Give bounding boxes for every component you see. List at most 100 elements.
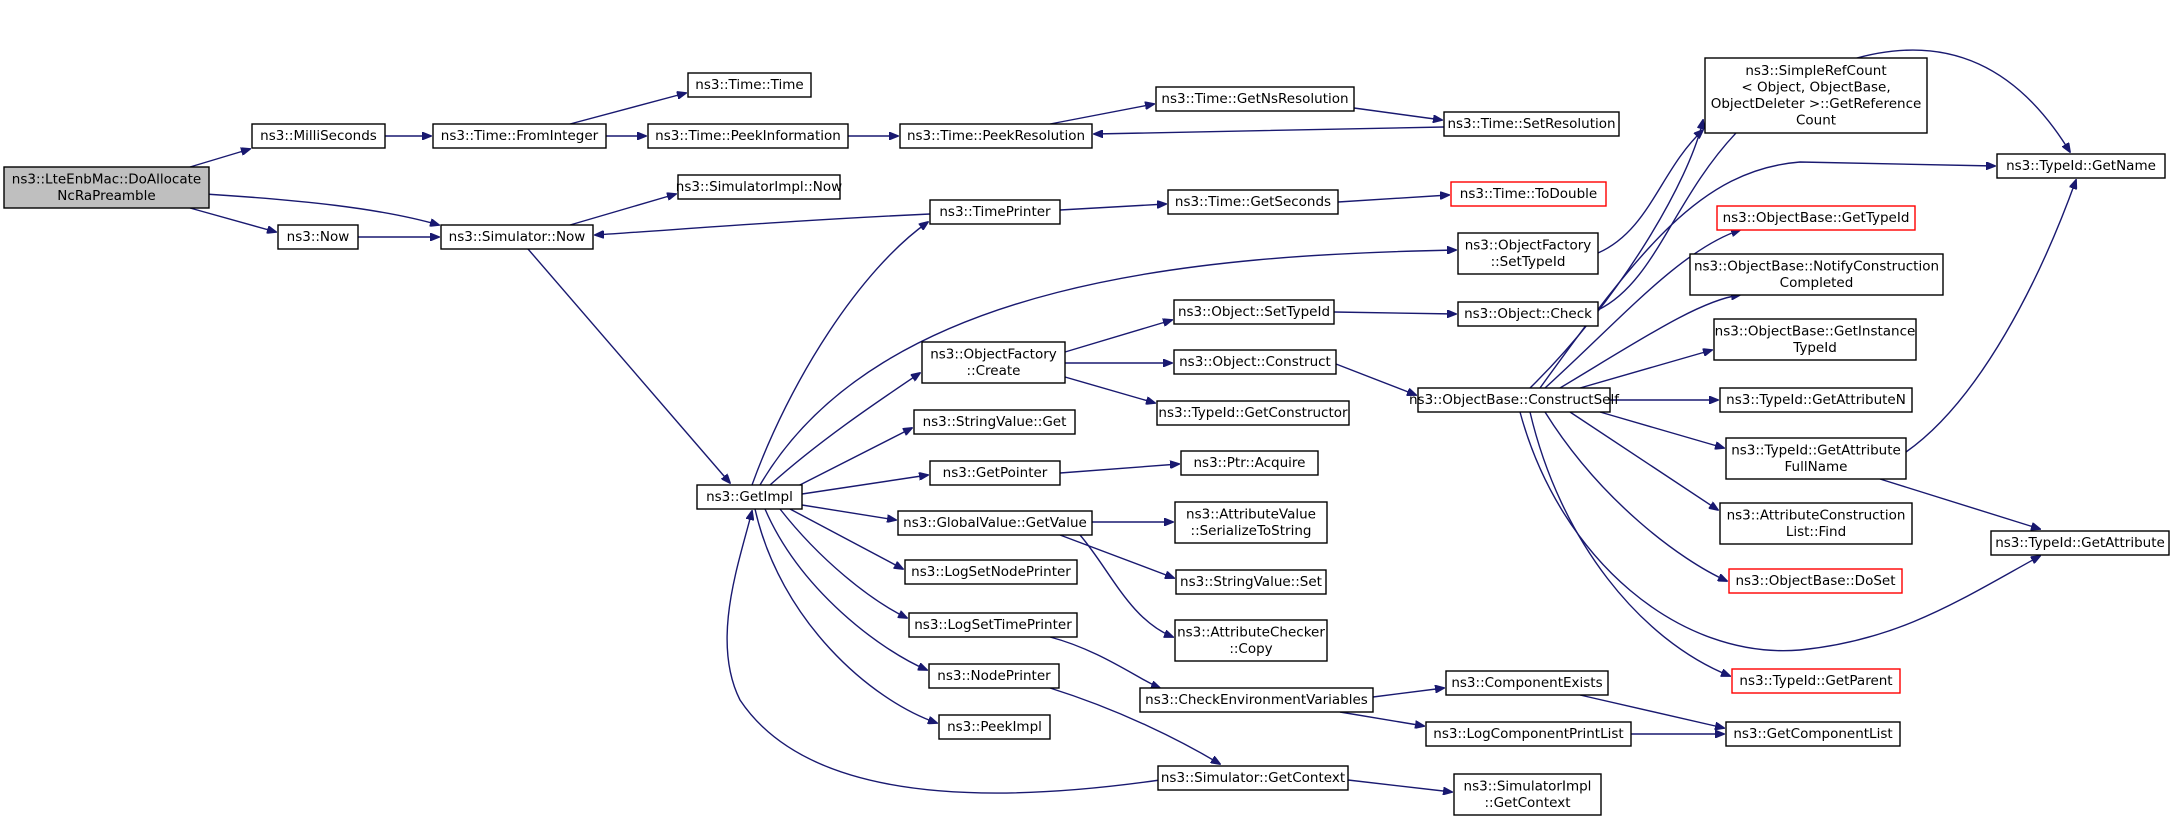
edge-compexists-to-getcomplist <box>1579 694 1724 728</box>
edge-constructself-to-getattribute <box>1519 411 2040 652</box>
edge-peekres-to-getns <box>1049 104 1154 125</box>
node-ofsettypeid[interactable]: ns3::ObjectFactory::SetTypeId <box>1457 232 1599 275</box>
node-getname[interactable]: ns3::TypeId::GetName <box>1996 153 2166 179</box>
node-timetime[interactable]: ns3::Time::Time <box>687 72 812 98</box>
node-box <box>1728 568 1903 594</box>
edge-gvgetvalue-to-svset <box>1059 534 1174 578</box>
node-label: ns3::TypeId::GetAttribute <box>1731 442 1901 458</box>
edge-constructself-to-obgettypeid <box>1544 230 1740 389</box>
edge-getimpl-to-timeprinter <box>751 222 928 486</box>
node-label: ns3::CheckEnvironmentVariables <box>1145 692 1368 708</box>
node-label: ns3::ObjectBase::DoSet <box>1735 573 1895 589</box>
node-setres[interactable]: ns3::Time::SetResolution <box>1443 111 1620 137</box>
node-getconstructor[interactable]: ns3::TypeId::GetConstructor <box>1156 400 1350 426</box>
node-getns[interactable]: ns3::Time::GetNsResolution <box>1155 86 1355 112</box>
edge-getimpl-to-logtimeprinter <box>779 508 907 618</box>
node-avserialize[interactable]: ns3::AttributeValue::SerializeToString <box>1174 501 1328 544</box>
node-logtimeprinter[interactable]: ns3::LogSetTimePrinter <box>908 612 1078 638</box>
node-simnow[interactable]: ns3::Simulator::Now <box>440 224 594 250</box>
node-millis[interactable]: ns3::MilliSeconds <box>251 123 386 149</box>
node-label: ns3::TypeId::GetName <box>2006 158 2156 174</box>
node-getattribute[interactable]: ns3::TypeId::GetAttribute <box>1990 530 2170 556</box>
node-label: ns3::ObjectBase::GetInstance <box>1715 323 1916 339</box>
node-label: ns3::ObjectFactory <box>930 346 1057 362</box>
node-ofcreate[interactable]: ns3::ObjectFactory::Create <box>921 341 1066 384</box>
node-box <box>1167 189 1339 215</box>
node-lognodeprinter[interactable]: ns3::LogSetNodePrinter <box>904 559 1078 585</box>
node-obgettypeid[interactable]: ns3::ObjectBase::GetTypeId <box>1716 205 1916 231</box>
node-label: ns3::TypeId::GetAttributeN <box>1726 392 1906 408</box>
edge-checkenv-to-logcompprint <box>1339 711 1424 726</box>
node-box <box>1175 569 1327 595</box>
node-simimplgetcontext[interactable]: ns3::SimulatorImpl::GetContext <box>1453 773 1602 816</box>
edge-getpointer-to-ptracquire <box>1059 464 1179 474</box>
edge-logtimeprinter-to-checkenv <box>1049 636 1160 688</box>
edge-timeprinter-to-simnow <box>595 213 931 235</box>
node-ptracquire[interactable]: ns3::Ptr::Acquire <box>1180 450 1319 476</box>
node-nodeprinter[interactable]: ns3::NodePrinter <box>928 663 1060 689</box>
edge-constructself-to-acfind <box>1569 411 1718 510</box>
node-objcheck[interactable]: ns3::Object::Check <box>1457 301 1599 327</box>
node-label: ns3::Time::PeekInformation <box>655 128 841 144</box>
node-checkenv[interactable]: ns3::CheckEnvironmentVariables <box>1139 687 1374 713</box>
edge-ofcreate-to-getconstructor <box>1064 376 1155 403</box>
node-getcomplist[interactable]: ns3::GetComponentList <box>1725 721 1901 747</box>
node-box <box>687 72 812 98</box>
node-timeprinter[interactable]: ns3::TimePrinter <box>929 199 1061 225</box>
node-label: ns3::LogSetTimePrinter <box>914 617 1072 633</box>
node-svset[interactable]: ns3::StringValue::Set <box>1175 569 1327 595</box>
node-simplerefcount[interactable]: ns3::SimpleRefCount< Object, ObjectBase,… <box>1704 57 1928 134</box>
node-simimplnow[interactable]: ns3::SimulatorImpl::Now <box>676 174 842 200</box>
node-label: ns3::GlobalValue::GetValue <box>903 515 1087 531</box>
node-constructself[interactable]: ns3::ObjectBase::ConstructSelf <box>1409 387 1620 413</box>
node-todouble[interactable]: ns3::Time::ToDouble <box>1450 181 1607 207</box>
node-box <box>1443 111 1620 137</box>
node-box <box>913 409 1076 435</box>
edge-constructself-to-notifyconstruction <box>1559 295 1740 389</box>
node-doset[interactable]: ns3::ObjectBase::DoSet <box>1728 568 1903 594</box>
node-box <box>1725 437 1907 480</box>
node-getpointer[interactable]: ns3::GetPointer <box>929 460 1061 486</box>
edge-nodeprinter-to-simgetcontext <box>1049 687 1220 764</box>
node-label: ns3::Time::GetNsResolution <box>1161 91 1348 107</box>
node-label: ns3::SimulatorImpl <box>1464 778 1592 794</box>
node-label: ::SetTypeId <box>1491 254 1566 270</box>
node-gvgetvalue[interactable]: ns3::GlobalValue::GetValue <box>897 510 1093 536</box>
node-notifyconstruction[interactable]: ns3::ObjectBase::NotifyConstructionCompl… <box>1689 253 1944 296</box>
node-peekinfo[interactable]: ns3::Time::PeekInformation <box>647 123 849 149</box>
node-svget[interactable]: ns3::StringValue::Get <box>913 409 1076 435</box>
edge-getns-to-setres <box>1353 107 1442 120</box>
node-box <box>277 224 359 250</box>
node-label: ns3::GetComponentList <box>1733 726 1892 742</box>
node-getseconds[interactable]: ns3::Time::GetSeconds <box>1167 189 1339 215</box>
node-logcompprint[interactable]: ns3::LogComponentPrintList <box>1425 721 1632 747</box>
node-accopy[interactable]: ns3::AttributeChecker::Copy <box>1174 619 1328 662</box>
node-getparent[interactable]: ns3::TypeId::GetParent <box>1731 668 1901 694</box>
node-label: ns3::Now <box>287 229 350 245</box>
node-label: Completed <box>1780 275 1854 291</box>
node-compexists[interactable]: ns3::ComponentExists <box>1445 670 1609 696</box>
node-objsettypeid[interactable]: ns3::Object::SetTypeId <box>1173 299 1335 325</box>
node-objconstruct[interactable]: ns3::Object::Construct <box>1173 349 1337 375</box>
node-peekres[interactable]: ns3::Time::PeekResolution <box>899 123 1093 149</box>
edges <box>189 49 2076 793</box>
node-box <box>929 199 1061 225</box>
node-fromint[interactable]: ns3::Time::FromInteger <box>432 123 607 149</box>
node-simgetcontext[interactable]: ns3::Simulator::GetContext <box>1157 765 1349 791</box>
node-getattributen[interactable]: ns3::TypeId::GetAttributeN <box>1719 387 1913 413</box>
edge-getimpl-to-lognodeprinter <box>789 508 903 569</box>
node-box <box>897 510 1093 536</box>
node-getimpl[interactable]: ns3::GetImpl <box>696 484 803 510</box>
edge-root-to-now <box>189 207 276 232</box>
node-label: ns3::StringValue::Get <box>923 414 1067 430</box>
node-now[interactable]: ns3::Now <box>277 224 359 250</box>
node-peekimpl[interactable]: ns3::PeekImpl <box>938 714 1051 740</box>
node-box <box>3 166 210 209</box>
node-label: ns3::Time::Time <box>695 77 803 93</box>
node-label: ns3::AttributeChecker <box>1177 624 1325 640</box>
node-label: ns3::GetImpl <box>706 489 793 505</box>
